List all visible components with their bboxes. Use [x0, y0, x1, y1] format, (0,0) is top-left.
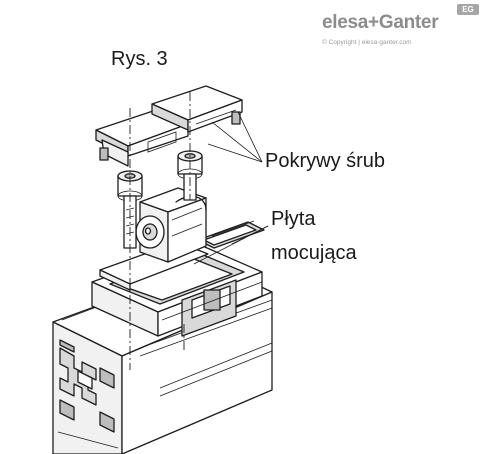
- callout-mounting-plate-line2: mocująca: [271, 242, 357, 264]
- brand-badge: EG: [457, 4, 479, 15]
- copyright-notice: © Copyright | elesa-ganter.com: [322, 39, 412, 46]
- screw-cover-right: [151, 85, 243, 133]
- callout-mounting-plate-line1: Płyta: [271, 208, 316, 230]
- figure-title: Rys. 3: [111, 48, 168, 70]
- hinge-block: [135, 187, 207, 263]
- leader-lines: [193, 111, 269, 265]
- brand-logo: elesa+Ganter EG © Copyright | elesa-gant…: [322, 4, 482, 46]
- profile-cross-section: [57, 339, 119, 449]
- axis-lines: [129, 92, 191, 370]
- brand-name: elesa+Ganter: [322, 12, 439, 33]
- callout-screw-covers: Pokrywy śrub: [265, 150, 386, 172]
